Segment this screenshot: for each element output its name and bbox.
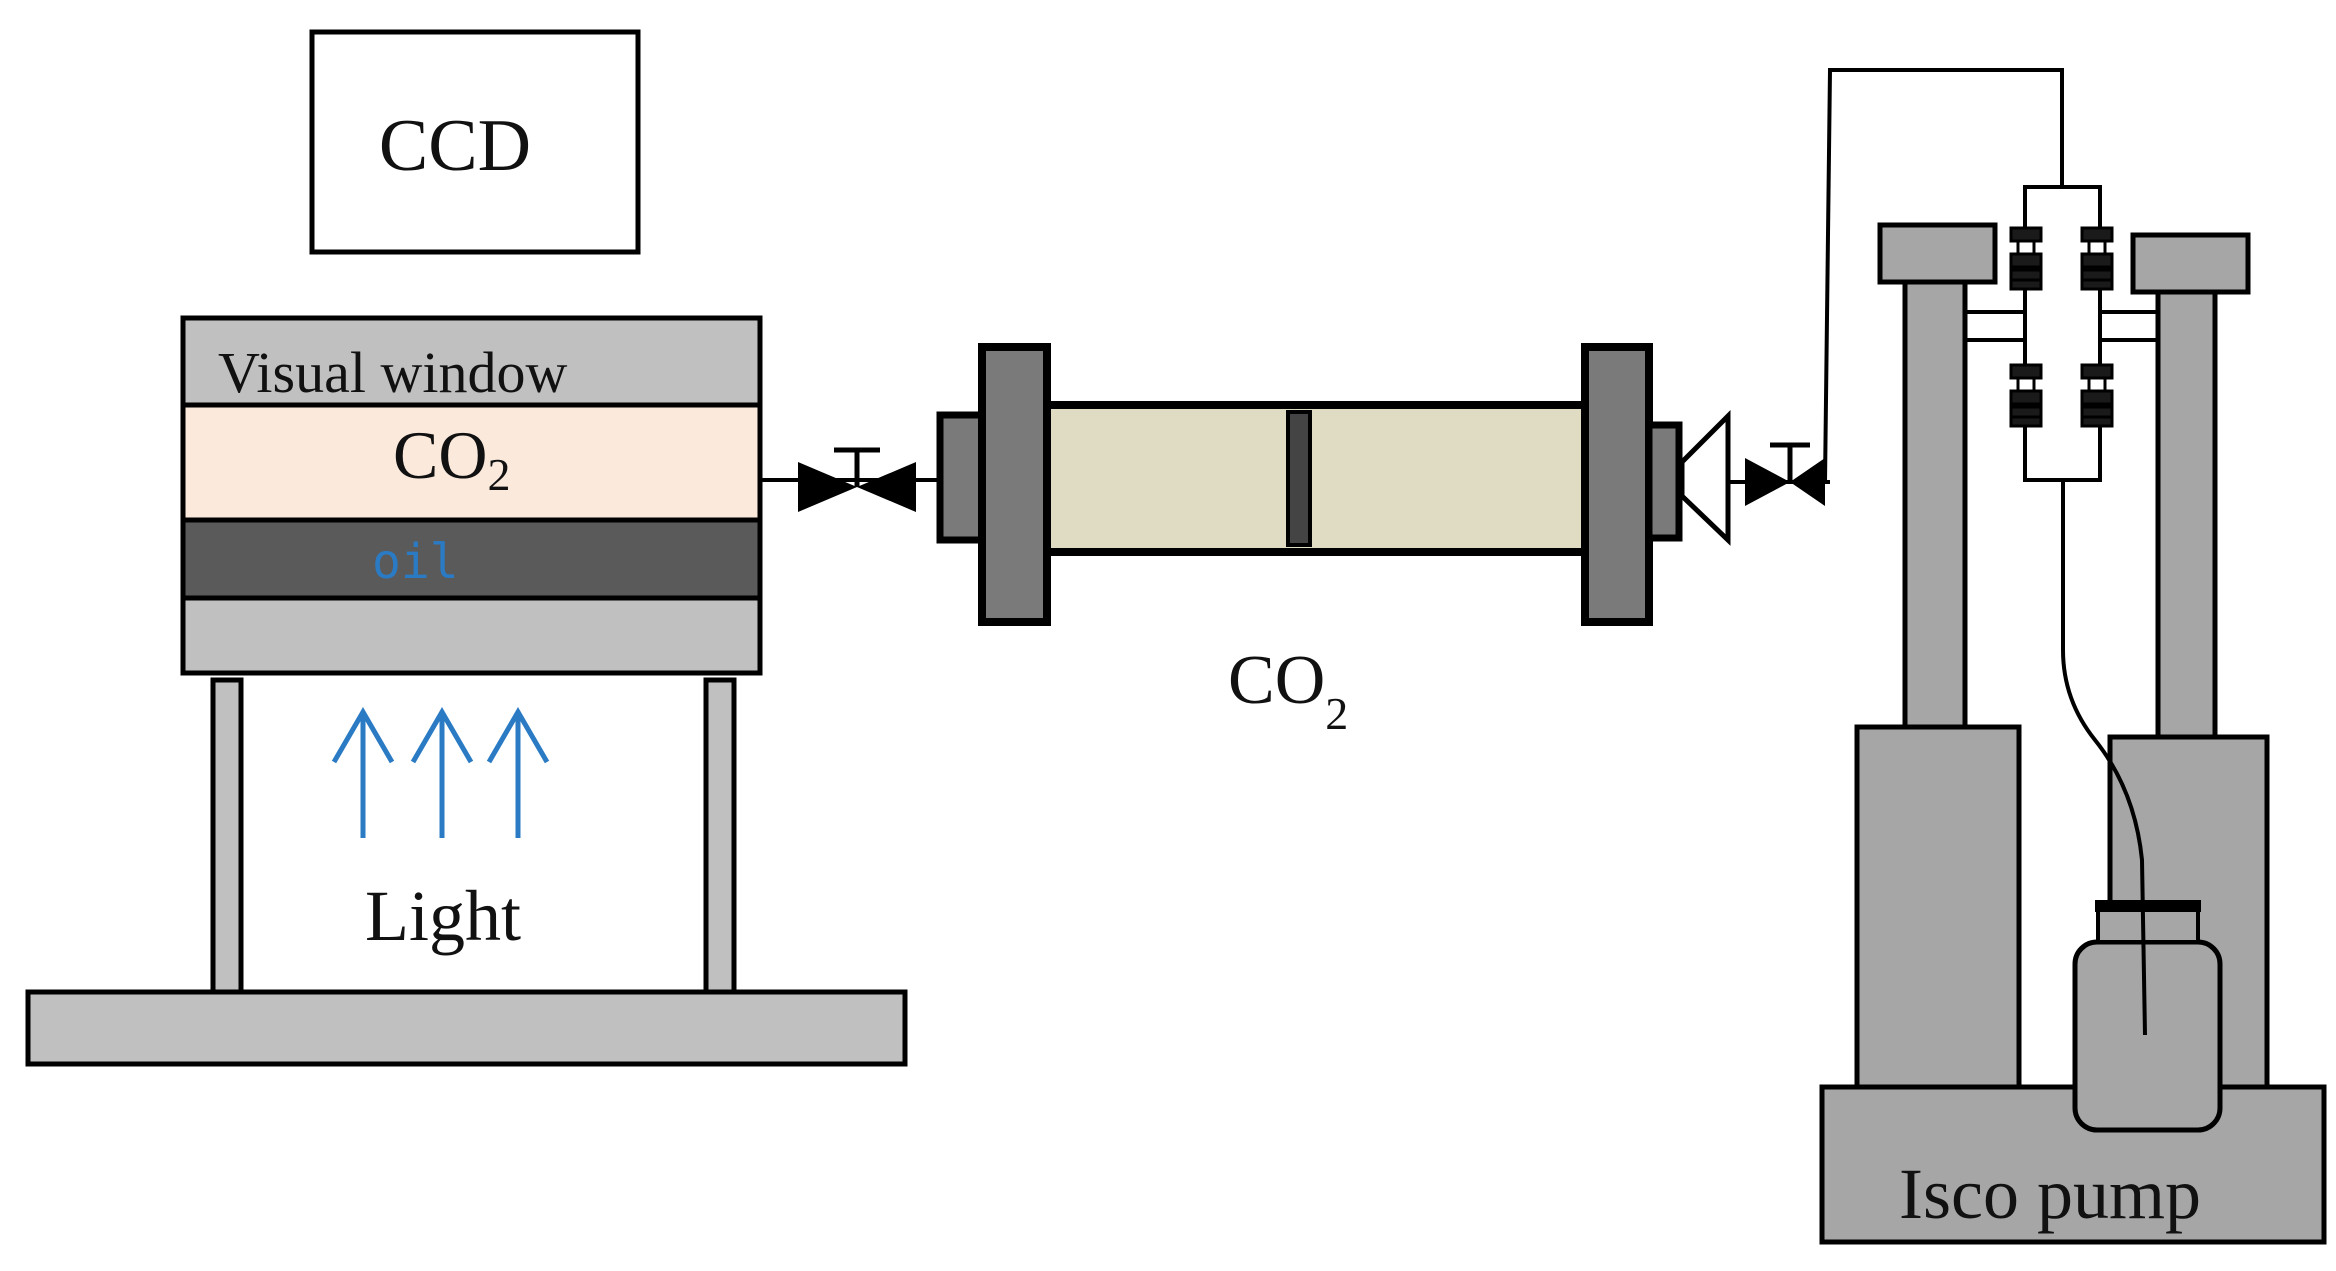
stand-base: [25, 989, 908, 1067]
needle-valve-icon[interactable]: [1745, 442, 1825, 506]
ccd-label: CCD: [379, 105, 531, 187]
left-flange: [978, 343, 1051, 626]
pipe-to-manifold: [1823, 68, 2064, 483]
needle-valve-icon[interactable]: [798, 447, 916, 512]
suction-tube: [2061, 480, 2147, 1036]
pump-base: [1819, 1084, 2327, 1245]
cylinder-body: [1043, 401, 1589, 556]
co2-cylinder: CO2: [936, 343, 1683, 739]
pump-label: Isco pump: [1899, 1154, 2201, 1234]
piston: [1286, 410, 1312, 547]
oil-label: oil: [372, 534, 459, 590]
reservoir-bottle: [2072, 939, 2223, 1133]
window-co2-label: CO2: [393, 417, 510, 500]
ccd-camera: CCD: [309, 29, 641, 255]
check-valve-icon: [1679, 409, 1731, 546]
cell-stand: [25, 677, 908, 1067]
light-label: Light: [365, 876, 521, 956]
right-flange: [1581, 343, 1653, 626]
isco-pump: Isco pump: [1819, 185, 2327, 1245]
cylinder-co2-label: CO2: [1228, 642, 1348, 739]
visual-window-label: Visual window: [218, 340, 567, 405]
oil-layer: [180, 517, 763, 601]
up-arrow-icon: [331, 707, 550, 838]
visual-window-cell: Visual window CO2 oil: [180, 315, 763, 676]
